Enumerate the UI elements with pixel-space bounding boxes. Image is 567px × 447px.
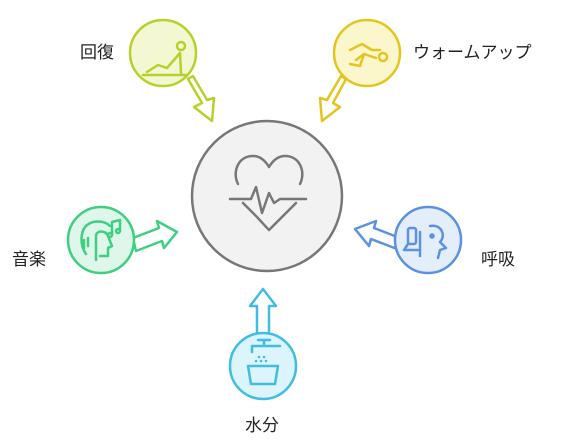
warmup-node (318, 18, 402, 123)
stretching-person-icon (141, 40, 189, 77)
heart-pulse-icon (228, 154, 308, 232)
hydration-arrow (248, 287, 278, 338)
faucet-water-glass-icon (246, 338, 282, 386)
recovery-arrow (186, 74, 216, 123)
warmup-label: ウォームアップ (413, 43, 532, 63)
music-arrow (131, 219, 179, 253)
hydration-node (228, 287, 298, 401)
center-node (190, 119, 344, 273)
breathing-label: 呼吸 (481, 250, 515, 270)
breathing-node (353, 205, 463, 275)
breathing-arrow (353, 219, 402, 251)
recovery-node (128, 18, 216, 123)
headphones-music-icon (80, 218, 122, 262)
music-label: 音楽 (12, 250, 46, 270)
water-drops (254, 355, 268, 363)
recovery-label: 回復 (80, 43, 114, 63)
music-node (66, 205, 179, 275)
hydration-label: 水分 (245, 416, 279, 436)
inhaler-breathing-icon (402, 224, 448, 260)
exercising-person-icon (348, 42, 389, 68)
warmup-arrow (318, 74, 348, 123)
